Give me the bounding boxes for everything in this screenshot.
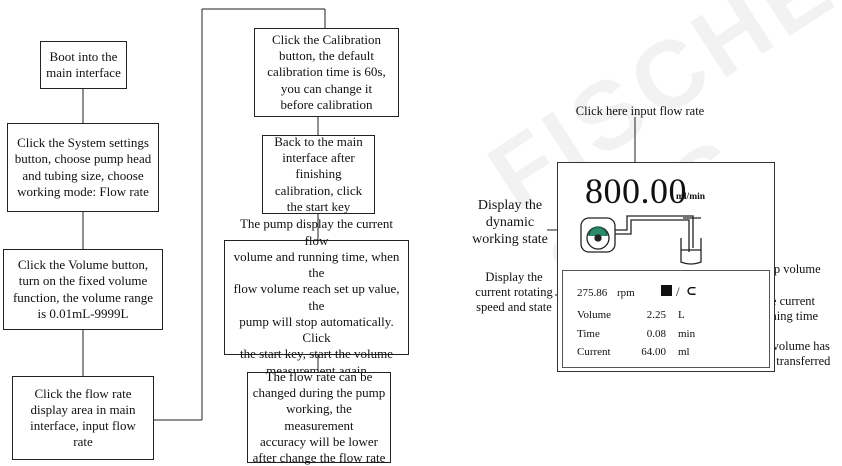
row-unit-current: ml [678, 346, 690, 358]
stop-square-icon[interactable] [661, 285, 672, 296]
pump-info-box [562, 270, 770, 368]
pump-screen-panel [557, 162, 775, 372]
row-value-current: 64.00 [641, 346, 666, 358]
row-label-volume: Volume [577, 309, 612, 321]
step-system-settings: Click the System settings button, choose… [7, 123, 159, 212]
step-change-flow-rate: The flow rate can be changed during the … [247, 369, 391, 465]
row-value-time: 0.08 [646, 328, 666, 340]
flow-rate-unit: ml/min [676, 192, 706, 202]
step-volume-button: Click the Volume button, turn on the fix… [3, 249, 163, 330]
label-input-flow-rate: Click here input flow rate [575, 104, 705, 118]
row-unit-time: min [678, 328, 696, 340]
step-calibration: Click the Calibration button, the defaul… [254, 28, 399, 117]
pump-illustration-icon [580, 215, 702, 265]
row-label-current: Current [577, 346, 611, 358]
slash-separator: / [676, 284, 680, 299]
step-input-flow-rate: Click the flow rate display area in main… [12, 376, 154, 460]
step-boot: Boot into the main interface [40, 41, 127, 89]
step-display-volume: The pump display the current flow volume… [224, 216, 409, 378]
label-dynamic-state: Display the dynamic working state [472, 198, 548, 247]
step-back-to-main: Back to the main interface after finishi… [262, 134, 375, 214]
flow-rate-display[interactable]: 800.00 [585, 171, 687, 211]
row-value-volume: 2.25 [646, 309, 666, 321]
direction-icon[interactable]: ⊂ [686, 283, 697, 298]
label-rotating-speed: Display the current rotating speed and s… [475, 270, 553, 314]
rpm-unit: rpm [617, 287, 635, 299]
row-label-time: Time [577, 328, 600, 340]
rpm-value: 275.86 [577, 287, 608, 299]
row-unit-volume: L [678, 309, 685, 321]
